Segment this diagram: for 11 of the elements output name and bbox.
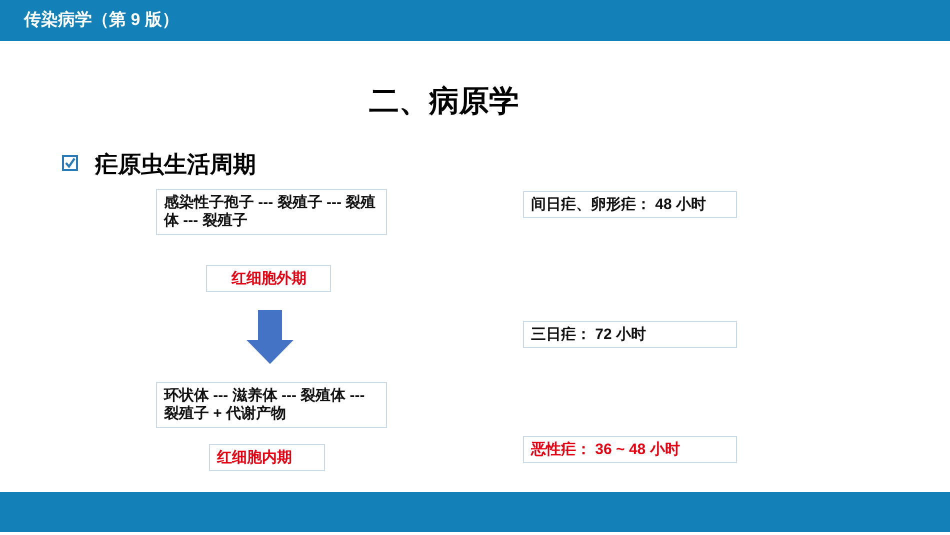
slide-title: 二、病原学	[369, 84, 519, 120]
phase-label: 红细胞内期	[209, 444, 325, 471]
header-title: 传染病学（第 9 版）	[24, 9, 179, 31]
stage-box: 感染性子孢子 --- 裂殖子 --- 裂殖体 --- 裂殖子	[156, 189, 387, 235]
cycle-box: 间日疟、卵形疟： 48 小时	[523, 191, 737, 218]
block-arrow	[246, 310, 294, 364]
phase-label: 红细胞外期	[206, 265, 331, 292]
section-heading: 疟原虫生活周期	[95, 150, 256, 178]
cycle-box: 恶性疟： 36 ~ 48 小时	[523, 436, 737, 463]
cycle-box: 三日疟： 72 小时	[523, 321, 737, 348]
stage-box: 环状体 --- 滋养体 --- 裂殖体 --- 裂殖子 + 代谢产物	[156, 382, 387, 428]
